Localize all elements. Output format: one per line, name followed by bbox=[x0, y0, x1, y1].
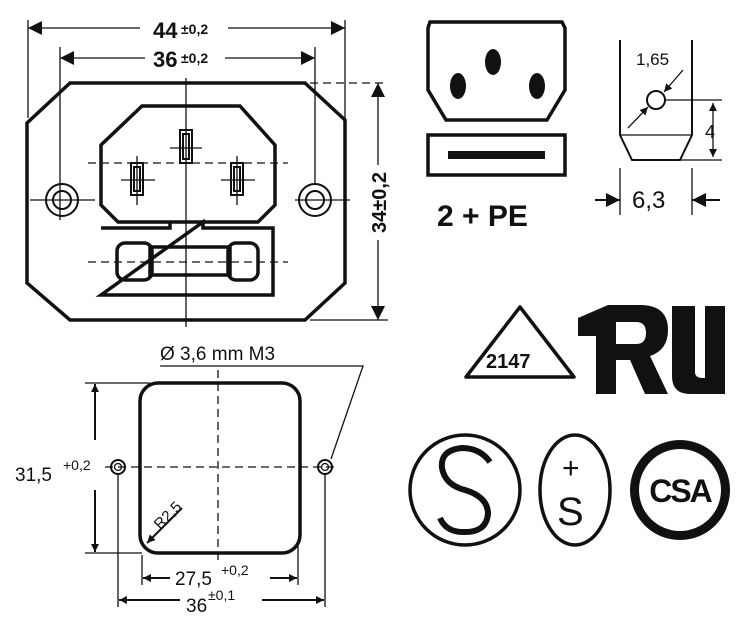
fuse-drawer-outline bbox=[95, 218, 275, 297]
center-lines bbox=[30, 78, 350, 327]
dim-27-5-tol: +0,2 bbox=[221, 562, 249, 578]
fuse-body bbox=[148, 245, 232, 277]
svg-text:S: S bbox=[557, 490, 584, 534]
dim-44: 44 bbox=[153, 18, 178, 43]
svg-text:2147: 2147 bbox=[486, 351, 531, 373]
vde-triangle-logo: 2147 bbox=[464, 305, 576, 379]
radius-label: R2,5 bbox=[151, 498, 185, 532]
panel-cutout: Ø 3,6 mm M3 31,5 +0,2 R2,5 27,5 +0,2 36 … bbox=[15, 344, 364, 617]
pin-detail: 1,65 4 6,3 bbox=[595, 40, 722, 215]
dim-6-3: 6,3 bbox=[632, 187, 665, 214]
dim-36: 36 bbox=[153, 47, 177, 72]
csa-text: CSA bbox=[649, 473, 712, 509]
dim-36-spacing-tol: ±0,1 bbox=[208, 587, 235, 603]
dim-31-5: 31,5 bbox=[15, 465, 52, 486]
dim-36-spacing: 36 bbox=[186, 596, 207, 617]
mounting-hole-left bbox=[45, 183, 79, 217]
hole-note: Ø 3,6 mm M3 bbox=[160, 344, 275, 365]
socket-outline bbox=[99, 104, 277, 224]
cutout-outline bbox=[138, 381, 302, 555]
plus-s-logo: + S bbox=[538, 433, 612, 547]
plug-face: 2 + PE bbox=[426, 20, 567, 233]
semko-logo bbox=[408, 433, 522, 547]
dim-4: 4 bbox=[705, 122, 715, 142]
dim-1-65: 1,65 bbox=[636, 50, 669, 69]
plug-label: 2 + PE bbox=[437, 200, 528, 233]
svg-text:+: + bbox=[562, 452, 580, 485]
dim-27-5: 27,5 bbox=[175, 569, 212, 590]
dim-34: 34±0,2 bbox=[369, 172, 391, 233]
front-view: 44 ±0,2 36 ±0,2 34±0,2 bbox=[25, 18, 391, 327]
ur-logo bbox=[578, 305, 725, 394]
dim-44-tol: ±0,2 bbox=[181, 21, 208, 37]
dim-36-tol: ±0,2 bbox=[181, 50, 208, 66]
flange-outline bbox=[25, 81, 347, 322]
csa-logo: CSA bbox=[630, 440, 730, 540]
dim-31-5-tol: +0,2 bbox=[63, 457, 91, 473]
